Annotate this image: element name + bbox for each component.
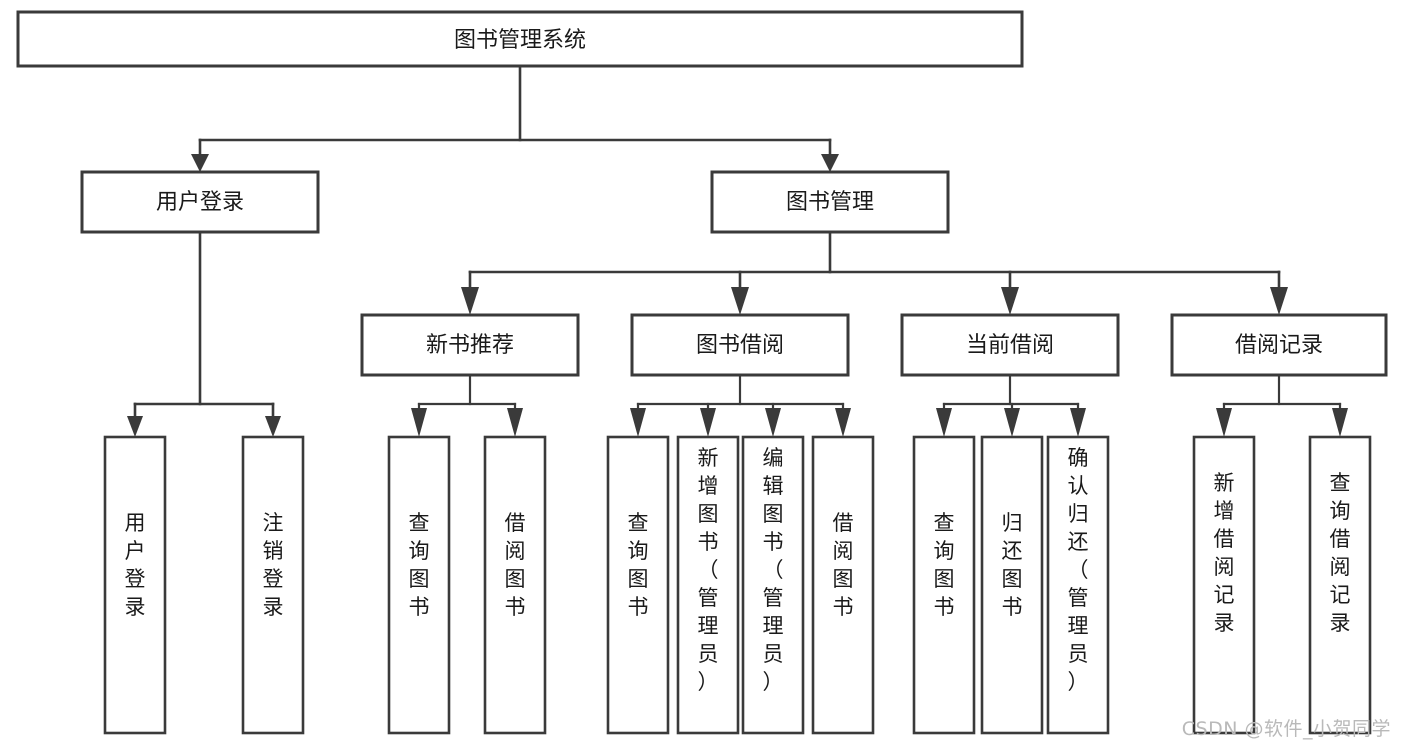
node-leaf-query-record-label: 查询借阅记录	[1330, 471, 1351, 635]
arrow-head-leaf-confirm-return	[1070, 408, 1086, 437]
node-leaf-logout-label: 注销登录	[263, 511, 284, 619]
node-leaf-user-login-box[interactable]	[103, 435, 167, 735]
node-book-borrow-label: 图书借阅	[696, 333, 784, 358]
node-leaf-query-book-2-label: 查询图书	[628, 511, 649, 619]
node-leaf-borrow-book-2-box[interactable]	[811, 435, 875, 735]
node-leaf-query-book-3-box[interactable]	[912, 435, 976, 735]
node-leaf-borrow-book-2[interactable]: 借阅图书	[811, 435, 875, 735]
node-user-login[interactable]: 用户登录	[80, 170, 320, 234]
arrow-head-leaf-add-book	[700, 408, 716, 437]
arrow-head-borrow-record	[1270, 287, 1288, 315]
arrow-head-leaf-query-book-3	[936, 408, 952, 437]
node-leaf-logout-box[interactable]	[241, 435, 305, 735]
node-leaf-borrow-book-1-box[interactable]	[483, 435, 547, 735]
node-leaf-return-book-label: 归还图书	[1002, 511, 1023, 619]
node-leaf-query-record-box[interactable]	[1308, 435, 1372, 735]
node-leaf-add-book[interactable]: 新增图书（管理员）	[676, 435, 740, 735]
node-leaf-edit-book[interactable]: 编辑图书（管理员）	[741, 435, 805, 735]
node-root-label: 图书管理系统	[454, 28, 586, 53]
node-book-borrow-box[interactable]	[630, 313, 850, 377]
node-leaf-confirm-return[interactable]: 确认归还（管理员）	[1046, 435, 1110, 735]
node-current-borrow-label: 当前借阅	[966, 333, 1054, 358]
node-leaf-query-book-1[interactable]: 查询图书	[387, 435, 451, 735]
node-leaf-query-book-1-box[interactable]	[387, 435, 451, 735]
arrow-head-leaf-user-login	[127, 416, 143, 437]
arrow-head-current-borrow	[1001, 287, 1019, 315]
node-leaf-add-record-box[interactable]	[1192, 435, 1256, 735]
node-leaf-confirm-return-box[interactable]	[1046, 435, 1110, 735]
node-leaf-borrow-book-2-label: 借阅图书	[833, 511, 854, 619]
node-borrow-record-label: 借阅记录	[1235, 333, 1323, 358]
node-new-book-recommend[interactable]: 新书推荐	[360, 313, 580, 377]
node-leaf-borrow-book-1-label: 借阅图书	[505, 511, 526, 619]
node-root-box[interactable]	[16, 10, 1024, 68]
node-leaf-query-book-2-box[interactable]	[606, 435, 670, 735]
node-book-manage[interactable]: 图书管理	[710, 170, 950, 234]
node-current-borrow[interactable]: 当前借阅	[900, 313, 1120, 377]
node-leaf-add-record[interactable]: 新增借阅记录	[1192, 435, 1256, 735]
node-leaf-add-book-label: 新增图书（管理员）	[698, 446, 719, 694]
node-leaf-return-book[interactable]: 归还图书	[980, 435, 1044, 735]
node-leaf-add-record-label: 新增借阅记录	[1214, 471, 1235, 635]
node-leaf-return-book-box[interactable]	[980, 435, 1044, 735]
leaf-nodes-group: 用户登录 注销登录 查询图书 借阅图书 查询图书 新增图书（管理员）	[103, 435, 1372, 735]
node-new-book-recommend-box[interactable]	[360, 313, 580, 377]
node-book-manage-label: 图书管理	[786, 190, 874, 215]
node-user-login-box[interactable]	[80, 170, 320, 234]
node-leaf-query-record[interactable]: 查询借阅记录	[1308, 435, 1372, 735]
arrow-head-book-manage	[821, 154, 839, 172]
arrow-head-new-book-recommend	[461, 287, 479, 315]
node-current-borrow-box[interactable]	[900, 313, 1120, 377]
node-leaf-logout[interactable]: 注销登录	[241, 435, 305, 735]
node-borrow-record-box[interactable]	[1170, 313, 1388, 377]
node-leaf-query-book-1-label: 查询图书	[409, 511, 430, 619]
node-user-login-label: 用户登录	[156, 190, 244, 215]
arrow-head-leaf-logout	[265, 416, 281, 437]
node-leaf-user-login-label: 用户登录	[125, 511, 146, 619]
arrow-head-leaf-borrow-book-2	[835, 408, 851, 437]
node-leaf-query-book-3-label: 查询图书	[934, 511, 955, 619]
node-new-book-recommend-label: 新书推荐	[426, 333, 514, 358]
arrow-head-leaf-query-book-1	[411, 408, 427, 437]
arrow-head-leaf-return-book	[1004, 408, 1020, 437]
node-book-borrow[interactable]: 图书借阅	[630, 313, 850, 377]
arrow-head-leaf-borrow-book-1	[507, 408, 523, 437]
node-root[interactable]: 图书管理系统	[16, 10, 1024, 68]
arrow-head-leaf-edit-book	[765, 408, 781, 437]
node-leaf-user-login[interactable]: 用户登录	[103, 435, 167, 735]
node-leaf-query-book-2[interactable]: 查询图书	[606, 435, 670, 735]
arrow-head-leaf-add-record	[1216, 408, 1232, 437]
arrow-head-leaf-query-record	[1332, 408, 1348, 437]
arrow-head-leaf-query-book-2	[630, 408, 646, 437]
node-leaf-add-book-box[interactable]	[676, 435, 740, 735]
arrow-head-user-login	[191, 154, 209, 172]
node-leaf-query-book-3[interactable]: 查询图书	[912, 435, 976, 735]
node-leaf-confirm-return-label: 确认归还（管理员）	[1068, 446, 1089, 694]
node-borrow-record[interactable]: 借阅记录	[1170, 313, 1388, 377]
node-book-manage-box[interactable]	[710, 170, 950, 234]
node-leaf-edit-book-box[interactable]	[741, 435, 805, 735]
node-leaf-borrow-book-1[interactable]: 借阅图书	[483, 435, 547, 735]
node-leaf-edit-book-label: 编辑图书（管理员）	[763, 446, 784, 694]
arrow-head-book-borrow	[731, 287, 749, 315]
connectors-group	[127, 64, 1348, 437]
